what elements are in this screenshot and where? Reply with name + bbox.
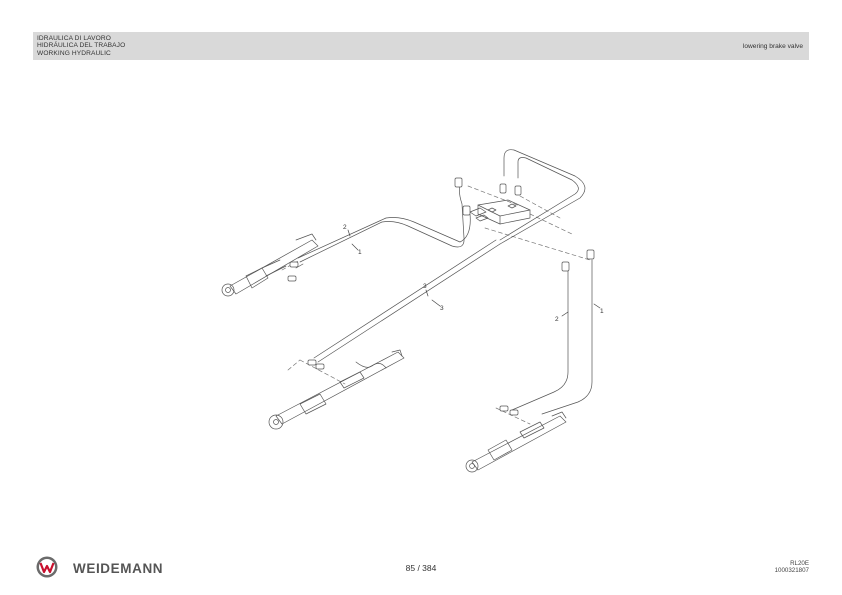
- footer-model-info: RL20E 1000321807: [775, 560, 809, 574]
- callout-3-lower: 3: [440, 305, 444, 312]
- header-titles: IDRAULICA DI LAVORO HIDRÁULICA DEL TRABA…: [37, 35, 125, 57]
- header-title-it: IDRAULICA DI LAVORO: [37, 35, 111, 42]
- header-bar: IDRAULICA DI LAVORO HIDRÁULICA DEL TRABA…: [33, 32, 809, 60]
- cylinder-right: [465, 411, 567, 473]
- page-number: 85 / 384: [405, 563, 437, 573]
- hose-loop: [499, 149, 586, 245]
- footer-brand: WEIDEMANN: [73, 561, 164, 576]
- valve-block: [469, 199, 531, 225]
- callout-1-top: 1: [358, 249, 362, 256]
- callout-labels: 2 1 3 3 2 1: [343, 224, 604, 323]
- weidemann-logo-icon: [36, 556, 58, 578]
- callout-2-top: 2: [343, 224, 347, 231]
- callout-1-right: 1: [600, 308, 604, 315]
- callout-2-right: 2: [555, 316, 559, 323]
- header-section-title: lowering brake valve: [742, 43, 803, 50]
- cylinder-left: [221, 233, 319, 297]
- hoses-right-cylinder: [511, 259, 593, 415]
- header-title-en: WORKING HYDRAULIC: [37, 49, 111, 57]
- callout-3-upper: 3: [423, 283, 427, 290]
- document-number: 1000321807: [774, 567, 809, 575]
- cylinder-middle: [268, 349, 405, 430]
- hose-3: [313, 239, 501, 363]
- model-name: RL20E: [790, 560, 809, 567]
- hoses-left-cylinder: [295, 183, 471, 269]
- header-title-es: HIDRÁULICA DEL TRABAJO: [37, 42, 126, 50]
